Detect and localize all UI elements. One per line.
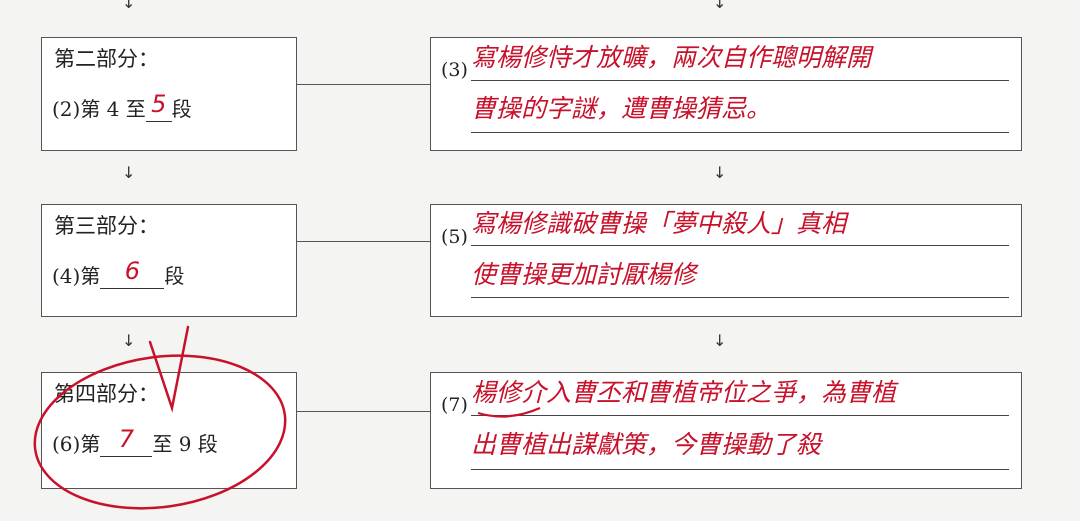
down-arrow-icon: ↓ bbox=[713, 0, 727, 12]
answer-rule bbox=[471, 245, 1009, 246]
answer-blank[interactable]: 7 bbox=[100, 427, 153, 457]
down-arrow-icon: ↓ bbox=[122, 163, 136, 182]
range-suffix: 段 bbox=[171, 97, 192, 121]
answer-rule bbox=[471, 132, 1009, 133]
answer-blank[interactable]: 5 bbox=[145, 92, 172, 122]
handwritten-note: 寫楊修識破曹操「夢中殺人」真相 bbox=[471, 210, 847, 238]
part-heading: 第三部分： bbox=[54, 214, 159, 238]
paragraph-range: (6)第 7 至 9 段 bbox=[52, 427, 218, 457]
down-arrow-icon: ↓ bbox=[713, 331, 727, 350]
handwritten-answer: 5 bbox=[151, 90, 167, 118]
range-suffix: 至 9 段 bbox=[152, 432, 218, 456]
answer-rule bbox=[471, 80, 1009, 81]
down-arrow-icon: ↓ bbox=[122, 331, 136, 350]
range-label: (2)第 4 至 bbox=[52, 97, 146, 121]
range-suffix: 段 bbox=[164, 264, 185, 288]
handwritten-answer: 6 bbox=[124, 257, 140, 285]
down-arrow-icon: ↓ bbox=[122, 0, 136, 12]
handwritten-note: 出曹植出謀獻策，今曹操動了殺 bbox=[471, 431, 822, 459]
summary-box: (5) 寫楊修識破曹操「夢中殺人」真相 使曹操更加討厭楊修 bbox=[430, 204, 1022, 317]
part-four-box: 第四部分： (6)第 7 至 9 段 bbox=[41, 372, 297, 489]
item-number: (3) bbox=[441, 59, 468, 81]
answer-rule bbox=[471, 469, 1009, 470]
handwritten-answer: 7 bbox=[118, 425, 134, 453]
answer-blank[interactable]: 6 bbox=[100, 259, 165, 289]
range-label: (4)第 bbox=[52, 264, 101, 288]
handwritten-note: 楊修介入曹丕和曹植帝位之爭，為曹植 bbox=[471, 379, 897, 407]
part-heading: 第二部分： bbox=[54, 47, 159, 71]
answer-rule bbox=[471, 297, 1009, 298]
answer-rule bbox=[471, 415, 1009, 416]
connector-line bbox=[297, 241, 430, 242]
range-label: (6)第 bbox=[52, 432, 101, 456]
down-arrow-icon: ↓ bbox=[713, 163, 727, 182]
part-heading: 第四部分： bbox=[54, 382, 159, 406]
summary-box: (3) 寫楊修恃才放曠，兩次自作聰明解開 曹操的字謎，遭曹操猜忌。 bbox=[430, 37, 1022, 151]
handwritten-note: 曹操的字謎，遭曹操猜忌。 bbox=[471, 95, 772, 123]
connector-line bbox=[297, 411, 430, 412]
item-number: (7) bbox=[441, 394, 468, 416]
handwritten-note: 寫楊修恃才放曠，兩次自作聰明解開 bbox=[471, 44, 872, 72]
connector-line bbox=[297, 84, 430, 85]
handwritten-note: 使曹操更加討厭楊修 bbox=[471, 261, 697, 289]
item-number: (5) bbox=[441, 226, 468, 248]
summary-box: (7) 楊修介入曹丕和曹植帝位之爭，為曹植 出曹植出謀獻策，今曹操動了殺 bbox=[430, 372, 1022, 489]
